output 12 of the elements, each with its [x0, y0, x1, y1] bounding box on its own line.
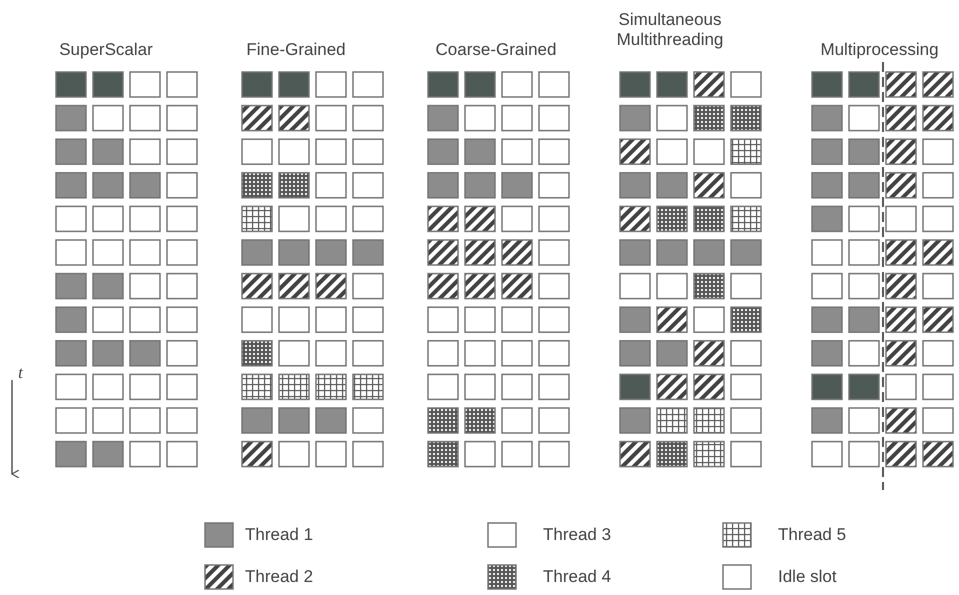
column-title: Simultaneous Multithreading — [616, 10, 724, 50]
legend-label: Thread 4 — [543, 567, 612, 587]
legend-label: Thread 3 — [543, 525, 612, 545]
column-title: Fine-Grained — [245, 40, 347, 60]
column-title: SuperScalar — [58, 40, 154, 60]
legend-label: Thread 5 — [778, 525, 846, 545]
column-title: Multiprocessing — [819, 40, 940, 60]
legend-label: Idle slot — [778, 567, 837, 587]
legend-label: Thread 2 — [245, 567, 314, 587]
axis-label: t — [17, 363, 24, 383]
legend-label: Thread 1 — [245, 525, 314, 545]
column-title: Coarse-Grained — [434, 40, 558, 60]
